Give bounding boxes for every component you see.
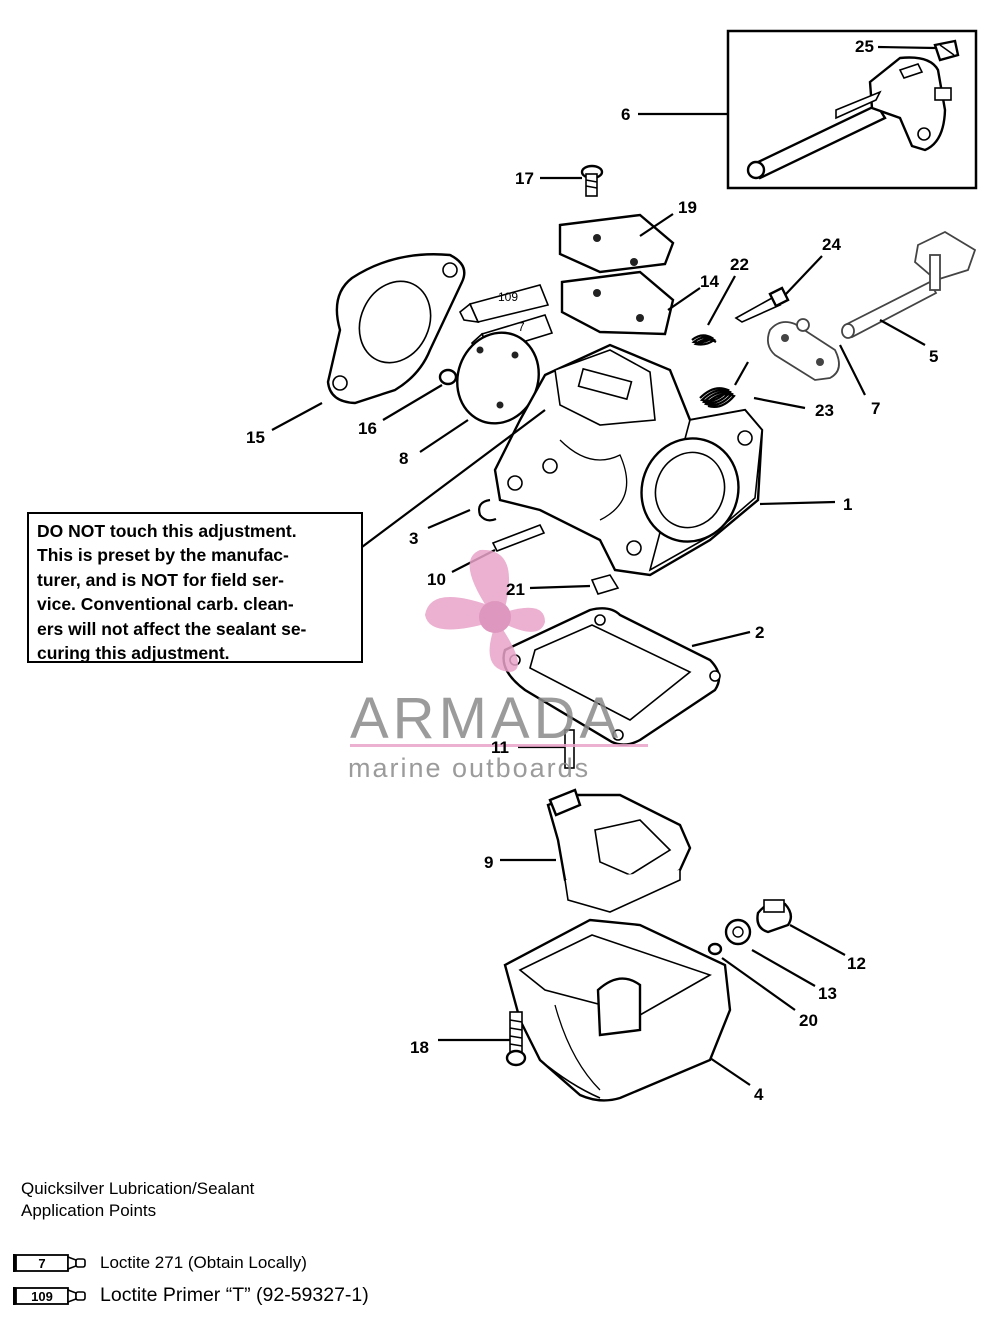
note-line: turer, and is NOT for field ser-	[37, 569, 284, 590]
callout-15: 15	[246, 428, 265, 447]
part-8-disc	[456, 331, 540, 425]
part-5-shaft	[841, 230, 977, 339]
callout-18: 18	[410, 1038, 429, 1057]
note-line: DO NOT touch this adjustment.	[37, 521, 297, 541]
part-3-clip	[478, 498, 497, 522]
legend-item-7: 7 Loctite 271 (Obtain Locally)	[12, 1252, 307, 1274]
part-4-float-bowl	[503, 918, 732, 1102]
watermark-brand: ARMADA	[350, 686, 622, 751]
armada-watermark: ARMADA marine outboards	[348, 549, 648, 783]
callout-2: 2	[755, 623, 764, 642]
part-18-screw	[505, 1011, 527, 1067]
tube-109-label: 109	[498, 290, 518, 304]
note-line: curing this adjustment.	[37, 643, 230, 664]
callout-22: 22	[730, 255, 749, 274]
callout-25: 25	[855, 37, 874, 56]
part-14-plate	[560, 270, 675, 336]
note-line: vice. Conventional carb. clean-	[37, 594, 294, 615]
legend-heading: Quicksilver Lubrication/Sealant Applicat…	[21, 1178, 341, 1222]
part-21-washer	[590, 574, 620, 595]
part-23-spring	[699, 361, 749, 408]
part-20-screw	[707, 942, 723, 956]
callout-13: 13	[818, 984, 837, 1003]
callout-19: 19	[678, 198, 697, 217]
callout-numbers: 25 6 17 19 24 22 14 5 7 23 1 15 16 8 3 1…	[246, 37, 938, 1104]
part-1-carburetor-body	[493, 343, 764, 577]
part-19-plate	[558, 213, 675, 274]
adjustment-warning-note: DO NOT touch this adjustment. This is pr…	[27, 512, 363, 663]
part-9-float	[546, 788, 692, 913]
callout-6: 6	[621, 105, 630, 124]
callout-9: 9	[484, 853, 493, 872]
watermark-tagline: marine outboards	[348, 753, 590, 783]
inset-box-part-6	[726, 29, 978, 190]
legend-item-text: Loctite Primer “T” (92-59327-1)	[100, 1284, 369, 1306]
part-24-screw	[734, 286, 790, 323]
legend-item-109: 109 Loctite Primer “T” (92-59327-1)	[12, 1284, 369, 1307]
part-13-washer	[724, 918, 752, 946]
legend-heading-line: Quicksilver Lubrication/Sealant	[21, 1179, 255, 1198]
note-line: ers will not affect the sealant se-	[37, 618, 307, 639]
callout-24: 24	[822, 235, 841, 254]
callout-1: 1	[843, 495, 852, 514]
tube-code: 109	[31, 1289, 53, 1304]
callout-5: 5	[929, 347, 938, 366]
tube-code: 7	[38, 1256, 45, 1271]
callout-14: 14	[700, 272, 719, 291]
sealant-tube-icon: 7	[13, 1254, 86, 1272]
propeller-logo-icon	[425, 549, 545, 672]
part-15-gasket	[326, 253, 466, 405]
callout-10: 10	[427, 570, 446, 589]
tube-109: 109	[458, 284, 550, 323]
part-25-screw	[933, 39, 960, 62]
callout-12: 12	[847, 954, 866, 973]
callout-21: 21	[506, 580, 525, 599]
note-line: This is preset by the manufac-	[37, 545, 289, 566]
part-11-pin	[564, 729, 575, 769]
callout-17: 17	[515, 169, 534, 188]
legend-item-text: Loctite 271 (Obtain Locally)	[100, 1253, 307, 1272]
part-10-pin	[491, 523, 546, 553]
callout-20: 20	[799, 1011, 818, 1030]
callout-16: 16	[358, 419, 377, 438]
callout-3: 3	[409, 529, 418, 548]
part-22-spring	[691, 334, 717, 346]
callout-23: 23	[815, 401, 834, 420]
part-17-screw	[580, 164, 604, 197]
callout-11: 11	[491, 738, 509, 757]
legend-heading-line: Application Points	[21, 1201, 157, 1220]
callout-8: 8	[399, 449, 408, 468]
sealant-tube-icon: 109	[13, 1286, 86, 1305]
part-16-plug	[438, 368, 458, 386]
tube-7-label: 7	[518, 320, 525, 334]
callout-7: 7	[871, 399, 880, 418]
part-12-plug	[756, 899, 793, 934]
part-7-plate	[766, 318, 840, 381]
callout-4: 4	[754, 1085, 764, 1104]
